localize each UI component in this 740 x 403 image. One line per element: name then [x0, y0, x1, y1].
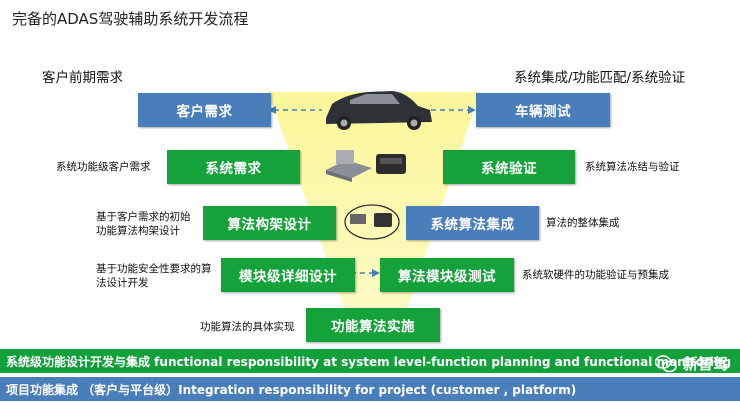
system-verify-note: 系统算法冻结与验证	[585, 161, 680, 173]
arrowhead-right-2	[372, 269, 380, 277]
car-icon	[326, 91, 432, 130]
module-detailed-design-box: 模块级详细设计	[221, 258, 355, 292]
left-header: 客户前期需求	[42, 70, 123, 86]
system-level-band: 系统级功能设计开发与集成 functional responsibility a…	[0, 349, 740, 373]
function-algorithm-implementation-box: 功能算法实施	[306, 308, 440, 342]
circled-sensors-icon	[344, 204, 400, 240]
vehicle-test-box: 车辆测试	[476, 93, 610, 127]
v-shape	[268, 92, 480, 330]
algorithm-architecture-box: 算法构架设计	[203, 206, 336, 240]
system-algorithm-integration-box: 系统算法集成	[406, 206, 539, 240]
arrowhead-left-1	[268, 106, 276, 114]
page-title: 完备的ADAS驾驶辅助系统开发流程	[12, 10, 249, 28]
algorithm-module-test-box: 算法模块级测试	[380, 258, 514, 292]
algo-integration-note: 算法的整体集成	[546, 217, 620, 229]
algo-arch-note-line1: 基于客户需求的初始	[96, 211, 191, 223]
ecu-module-icon	[326, 150, 372, 182]
watermark: 新智驾	[654, 353, 728, 374]
system-req-note: 系统功能级客户需求	[56, 161, 151, 173]
algo-arch-note-line2: 功能算法构架设计	[96, 225, 180, 237]
sensor-icon	[376, 154, 406, 174]
module-design-note-line2: 法设计开发	[96, 277, 149, 289]
arrowhead-right-1	[468, 106, 476, 114]
customer-requirement-box: 客户需求	[138, 93, 271, 127]
project-integration-band: 项目功能集成 （客户与平台级）Integration responsibilit…	[0, 377, 740, 401]
implementation-note: 功能算法的具体实现	[200, 321, 295, 333]
module-test-note: 系统软硬件的功能验证与预集成	[522, 269, 669, 281]
right-header: 系统集成/功能匹配/系统验证	[514, 70, 686, 86]
module-design-note-line1: 基于功能安全性要求的算	[96, 263, 212, 275]
system-verification-box: 系统验证	[443, 150, 575, 184]
watermark-text: 新智驾	[682, 355, 728, 373]
system-requirement-box: 系统需求	[167, 150, 300, 184]
wechat-icon	[654, 354, 677, 372]
